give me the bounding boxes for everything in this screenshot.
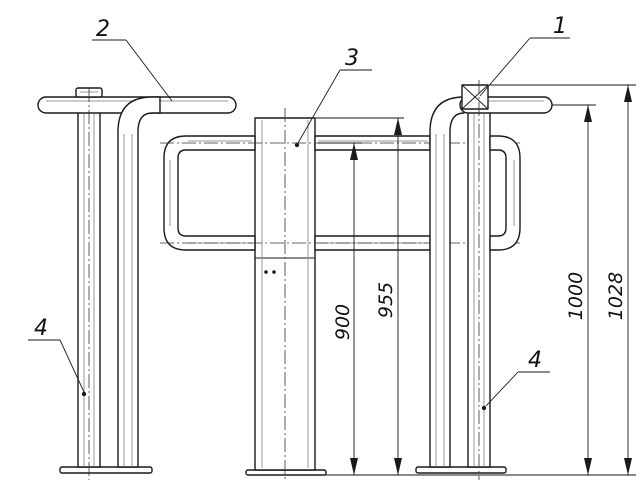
dim-900-arrow-top [350, 143, 358, 160]
callout-1-leader [479, 37, 531, 97]
right-gate-loop [489, 135, 521, 251]
dim-1000-arrow-top [584, 105, 592, 122]
left-bent-tube [117, 96, 161, 468]
gate-frame [160, 135, 520, 251]
left-post-assembly [37, 87, 237, 480]
right-post-mark [481, 405, 487, 411]
dimension-1028: 1028 [490, 84, 636, 475]
dim-955-label: 955 [375, 282, 397, 318]
callout-2-leader [125, 39, 173, 102]
callout-2: 2 [92, 17, 173, 102]
callout-4-right-label: 4 [528, 348, 542, 373]
dimension-900: 900 [318, 142, 362, 475]
dim-1000-label: 1000 [565, 272, 587, 320]
center-post-assembly [245, 108, 327, 480]
callout-3-leader [297, 69, 341, 144]
left-base-plate [59, 466, 153, 474]
callout-3-label: 3 [345, 46, 359, 71]
dim-1028-label: 1028 [605, 272, 627, 320]
gate-left-loop [163, 135, 256, 251]
dimension-955: 955 [315, 117, 404, 475]
center-post-bolt-left [264, 270, 268, 274]
dimension-1000: 1000 [552, 104, 596, 475]
callout-4-left-leader [59, 339, 85, 393]
dim-1028-arrow-bottom [624, 458, 632, 475]
dim-1028-arrow-top [624, 85, 632, 102]
callout-4-right: 4 [485, 348, 550, 407]
callout-4-left: 4 [28, 316, 85, 393]
right-post-assembly [415, 80, 553, 480]
left-post-mark [81, 391, 87, 397]
dim-1000-arrow-bottom [584, 458, 592, 475]
right-bent-tube [429, 96, 465, 468]
center-post-bolt-right [272, 270, 276, 274]
dim-900-label: 900 [332, 304, 354, 340]
dim-955-arrow-top [394, 118, 402, 135]
center-base-plate [245, 469, 327, 476]
callout-1: 1 [479, 14, 570, 97]
callout-3: 3 [297, 46, 372, 144]
right-base-plate [415, 466, 507, 474]
dim-900-arrow-bottom [350, 458, 358, 475]
center-post-mark [294, 142, 300, 148]
reader-box-cross-b [461, 84, 489, 110]
callout-2-label: 2 [96, 17, 110, 42]
callout-4-left-label: 4 [34, 316, 48, 341]
callout-4-right-leader [485, 371, 519, 407]
callout-1-label: 1 [553, 14, 567, 39]
dim-955-arrow-bottom [394, 458, 402, 475]
